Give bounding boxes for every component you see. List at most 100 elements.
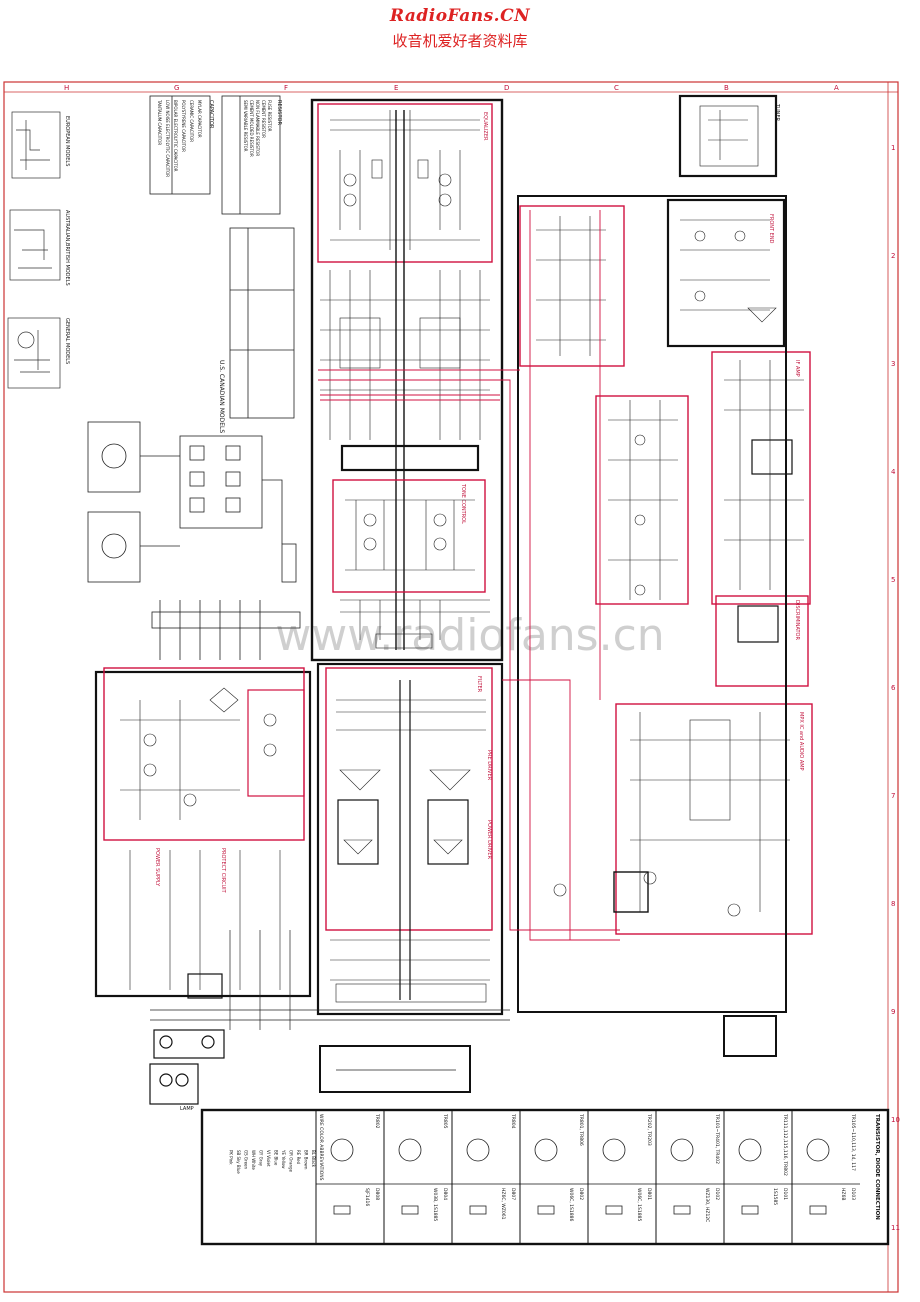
transistor-symbol bbox=[670, 1138, 694, 1162]
diode-label: D804 bbox=[442, 1188, 448, 1200]
capacitor-row: LOW NOISE ELECTROLYTIC CAPACITOR bbox=[165, 100, 170, 177]
header: RadioFans.CN 收音机爱好者资料库 bbox=[0, 6, 920, 51]
eu-models-label: EUROPEAN MODELS bbox=[64, 116, 70, 166]
diode-type-label: WZ130, HZ12C bbox=[704, 1188, 710, 1222]
tone-control-label: TONE CONTROL bbox=[460, 483, 466, 524]
diode-label: D103 bbox=[850, 1188, 856, 1200]
wire-color-item: GY Gray bbox=[259, 1150, 264, 1167]
power-amp-frame bbox=[316, 662, 504, 1016]
power-supply-frame bbox=[94, 670, 312, 998]
diode-symbol bbox=[741, 1205, 759, 1215]
capacitor-row: CERAMIC CAPACITOR bbox=[189, 100, 194, 142]
tone-control-block bbox=[332, 479, 486, 593]
grid-column-label: H bbox=[64, 84, 69, 92]
resistor-row: CEMENT MOLDED RESISTOR bbox=[249, 100, 254, 157]
discriminator-block bbox=[715, 595, 809, 687]
wire-color-title: WIRE COLOR ABBREVIATIONS bbox=[318, 1114, 324, 1181]
diode-symbol bbox=[401, 1205, 419, 1215]
speaker-terminals bbox=[149, 973, 225, 1105]
grid-row-label: 2 bbox=[891, 252, 895, 260]
protect-block bbox=[247, 689, 305, 797]
capacitor-row: TANTALUM CAPACITOR bbox=[157, 99, 162, 145]
wire-color-item: BL Black bbox=[311, 1150, 316, 1168]
diode-label: D807 bbox=[510, 1188, 516, 1200]
protect-label: PROTECT CIRCUIT bbox=[220, 848, 226, 894]
grid-column-label: G bbox=[174, 84, 179, 92]
mpx-label: MPX IC and AUDIO AMP bbox=[798, 712, 804, 771]
model-panels bbox=[7, 111, 61, 389]
diode-label: D801 bbox=[646, 1188, 652, 1200]
transistor-label: TR202, TR203 bbox=[646, 1113, 652, 1146]
mpx-block bbox=[615, 703, 813, 935]
diode-symbol bbox=[537, 1205, 555, 1215]
equalizer-block bbox=[317, 103, 493, 263]
discriminator-label: DISCRIMINATOR bbox=[794, 600, 800, 640]
diode-type-label: W03B, 1S1885 bbox=[432, 1188, 438, 1221]
diode-type-label: HZ6C, WZ061 bbox=[500, 1188, 506, 1220]
grid-row-label: 6 bbox=[891, 684, 896, 692]
diode-label: D102 bbox=[714, 1188, 720, 1200]
capacitor-row: MYLAR CAPACITOR bbox=[197, 100, 202, 138]
front-end-label: FRONT END bbox=[768, 214, 774, 244]
tone-control-circuit bbox=[345, 499, 475, 571]
wire-color-item: BR Brown bbox=[304, 1150, 309, 1170]
wire-color-item: RE Red bbox=[296, 1150, 301, 1165]
main-bus-lines bbox=[150, 930, 510, 1093]
tuner-label: TUNER bbox=[774, 103, 780, 122]
au-models-label: AUSTRALIAN,BRITISH MODELS bbox=[64, 210, 70, 286]
equalizer-label: EQUALIZER bbox=[482, 112, 488, 141]
transistor-symbol bbox=[466, 1138, 490, 1162]
if-amp-label: IF AMP bbox=[794, 360, 800, 377]
transistor-label: TR802 bbox=[374, 1113, 380, 1129]
filter-label: FILTER bbox=[476, 676, 482, 693]
grid-row-label: 11 bbox=[891, 1224, 900, 1232]
transistor-symbol bbox=[806, 1138, 830, 1162]
wire-color-item: BE Blue bbox=[274, 1150, 279, 1166]
input-selector-area bbox=[87, 421, 301, 660]
grid-row-label: 4 bbox=[891, 468, 896, 476]
transistor-label: TR801, TR806 bbox=[578, 1113, 584, 1146]
tone-bottom-circuit bbox=[340, 599, 490, 649]
transistor-symbol bbox=[602, 1138, 626, 1162]
lamp-label: LAMP bbox=[180, 1106, 194, 1112]
pre-driver-label: PRE DRIVER bbox=[486, 750, 492, 781]
transistor-symbol bbox=[738, 1138, 762, 1162]
power-supply-label: POWER SUPPLY bbox=[154, 848, 160, 887]
power-supply-block bbox=[103, 667, 305, 841]
grid-column-label: D bbox=[504, 84, 509, 92]
power-amp-circuit bbox=[330, 680, 490, 1003]
grid-row-label: 10 bbox=[891, 1116, 900, 1124]
grid-column-label: E bbox=[394, 84, 398, 92]
transistor-label: TR105~110,113, 14, 117 bbox=[850, 1113, 856, 1171]
tuner-top-circuit bbox=[699, 105, 759, 167]
tuner-frame bbox=[517, 195, 787, 1013]
wire-color-item: GS Green bbox=[244, 1150, 249, 1169]
signal-red-routes bbox=[318, 369, 620, 940]
transistor-label: TR805 bbox=[442, 1113, 448, 1129]
resistor-table-title: RESISTOR bbox=[276, 100, 282, 125]
filter-driver-block bbox=[325, 667, 493, 931]
power-supply-circuit bbox=[120, 687, 281, 990]
grid-row-label: 5 bbox=[891, 576, 895, 584]
legend-tables bbox=[149, 95, 295, 419]
watermark: www.radiofans.cn bbox=[275, 610, 664, 661]
wire-color-item: WH White bbox=[251, 1150, 256, 1170]
preamp-red-trace bbox=[320, 394, 500, 401]
transistor-panel-title: TRANSISTOR, DIODE CONNECTION bbox=[874, 1114, 880, 1220]
resistor-row: SEMI VARIABLE RESISTOR bbox=[243, 100, 248, 152]
wire-color-item: YE Yellow bbox=[281, 1149, 286, 1169]
component-cells: TR105~110,113, 14, 117D103HZ6BTR111,112,… bbox=[315, 1110, 860, 1244]
diode-type-label: 1S1585 bbox=[772, 1188, 778, 1205]
grid-column-label: C bbox=[614, 84, 619, 92]
